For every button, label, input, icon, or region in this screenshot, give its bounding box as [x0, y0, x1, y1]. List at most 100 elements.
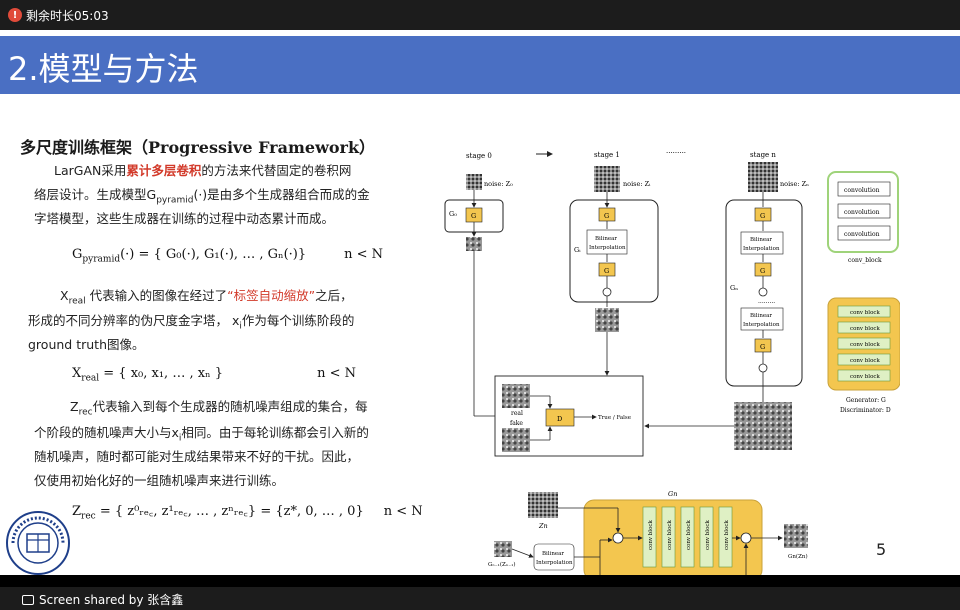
noise-image-1 [594, 166, 620, 192]
para3-l2: 个阶段的随机噪声大小与x [34, 425, 179, 440]
eq3-cond: n < N [383, 504, 423, 519]
legend-conv-block-3 [837, 337, 891, 350]
remaining-time: ! 剩余时长05:03 [8, 6, 109, 24]
bottom-add-2 [740, 532, 752, 544]
gi-output-image [595, 308, 619, 332]
gi-add [602, 287, 612, 297]
discriminator-legend-label: Discriminator: D [840, 407, 891, 414]
slide-title: 2.模型与方法 [8, 50, 199, 88]
conv-block-caption: conv_block [848, 257, 882, 264]
heading-cn: 多尺度训练框架（ [20, 138, 149, 157]
eq1-sub: pyramid [82, 254, 121, 265]
presentation-slide: 2.模型与方法 多尺度训练框架（Progressive Framework） L… [0, 30, 960, 575]
bottom-conv-block-5 [718, 506, 733, 568]
remaining-time-label: 剩余时长05:03 [26, 8, 109, 23]
g0-output-image [466, 237, 482, 251]
legend-conv-block-5-label: conv block [850, 374, 880, 380]
equation-x-real: Xreal = { x₀, x₁, … , xₙ }n < N [72, 366, 356, 384]
para2-highlight: “标签自动缩放” [227, 288, 316, 303]
para2-line3: ground truth图像。 [28, 337, 145, 352]
para1-l2sub: pyramid [156, 195, 194, 206]
g0-block-label: G [471, 212, 476, 220]
eq1-cond: n < N [344, 247, 384, 262]
para2-line2: 形成的不同分辨率的伪尺度金字塔， xi作为每个训练阶段的 [28, 312, 354, 336]
para3-l2sub: i [178, 433, 182, 444]
noise-n-label: noise: Zₙ [780, 180, 809, 188]
timer-alert-icon: ! [8, 8, 22, 22]
bottom-interp-label: Interpolation [536, 560, 573, 566]
screen-share-label: Screen shared by 张含鑫 [39, 593, 184, 607]
heading-end: ） [359, 138, 376, 157]
convolution-1 [837, 181, 891, 197]
eq2-cond: n < N [317, 366, 356, 381]
legend-conv-block-4-label: conv block [850, 358, 880, 364]
dots-1: ········· [666, 149, 686, 157]
stage-1-label: stage 1 [594, 151, 620, 159]
gi-block-2-label: G [604, 267, 609, 275]
gn-bilinear-2-label: Bilinear [750, 313, 772, 319]
dots-2: ········· [758, 300, 775, 307]
section-heading: 多尺度训练框架（Progressive Framework） [20, 134, 375, 158]
convolution-3-label: convolution [844, 231, 880, 238]
legend-conv-block-3-label: conv block [850, 342, 880, 348]
bottom-bilinear-label: Bilinear [542, 551, 564, 557]
para2-l2b: 作为每个训练阶段的 [241, 313, 355, 328]
equation-z-rec: Zrec = { z⁰ᵣₑ꜀, z¹ᵣₑ꜀, … , zⁿᵣₑ꜀} = {z*,… [72, 501, 423, 522]
gi-block-1-label: G [604, 212, 609, 220]
bottom-output-label: Gn(Zn) [788, 553, 808, 560]
true-false-label: True / False [598, 415, 631, 421]
bottom-conv-block-3 [680, 506, 695, 568]
eq3-rhs: = { z⁰ᵣₑ꜀, z¹ᵣₑ꜀, … , zⁿᵣₑ꜀} = {z*, 0, …… [95, 504, 364, 519]
gi-label: Gᵢ [574, 246, 581, 254]
bottom-gn-label: Gn [668, 490, 677, 498]
legend-conv-block-2-label: conv block [850, 326, 880, 332]
gn-output-image [734, 402, 792, 450]
convolution-1-label: convolution [844, 187, 880, 194]
para1-highlight: 累计多层卷积 [126, 163, 202, 178]
bottom-conv-block-4-label: conv block [705, 520, 711, 550]
para3-line2: 个阶段的随机噪声大小与xi相同。由于每轮训练都会引入新的 [34, 424, 369, 448]
university-logo [6, 511, 70, 575]
eq2-lhs: X [72, 366, 82, 381]
noise-1-label: noise: Zᵢ [623, 180, 651, 188]
eq1-rhs: (·) = { G₀(·), G₁(·), … , Gₙ(·)} [120, 247, 307, 262]
bottom-conv-block-5-label: conv block [724, 520, 730, 550]
gn-interp-1-label: Interpolation [743, 246, 780, 252]
legend-conv-block-5 [837, 369, 891, 382]
eq3-sub: rec [81, 511, 96, 522]
bottom-input-label: Gₙ₋₁(Zₙ₋₁) [488, 561, 515, 568]
para3-l2b: 相同。由于每轮训练都会引入新的 [181, 425, 369, 440]
gi-bilinear [586, 229, 628, 255]
bottom-noise-image [528, 492, 558, 518]
discriminator-block [545, 408, 575, 427]
heading-en: Progressive Framework [148, 138, 360, 157]
gn-interp-2-label: Interpolation [743, 322, 780, 328]
screen-share-icon [22, 594, 34, 605]
bottom-conv-block-2-label: conv block [667, 520, 673, 550]
equation-g-pyramid: Gpyramid(·) = { G₀(·), G₁(·), … , Gₙ(·)}… [72, 247, 383, 265]
para3-l1a: Z [70, 399, 79, 414]
para2-l2: 形成的不同分辨率的伪尺度金字塔， x [28, 313, 240, 328]
convolution-2-label: convolution [844, 209, 880, 216]
para1-l2: 络层设计。生成模型G [34, 187, 157, 202]
real-image [502, 384, 530, 408]
bottom-zn-label: Zn [538, 522, 548, 530]
para2-l1a: X [60, 288, 69, 303]
convolution-3 [837, 225, 891, 241]
para1-l1c: 的方法来代替固定的卷积网 [201, 163, 352, 178]
real-label: real [511, 410, 523, 417]
fake-label: fake [510, 420, 523, 427]
slide-title-bar: 2.模型与方法 [0, 36, 960, 94]
noise-0-label: noise: Z₀ [484, 180, 513, 188]
bottom-conv-block-2 [661, 506, 676, 568]
noise-image-n [748, 162, 778, 192]
para3-l1sub: rec [78, 407, 93, 418]
legend-conv-block-1 [837, 305, 891, 318]
para2-l1b: 代表输入的图像在经过了 [85, 288, 228, 303]
noise-image-0 [466, 174, 482, 190]
para3-line3: 随机噪声，随时都可能对生成结果带来不好的干扰。因此， [34, 449, 360, 464]
para2-l1sub: real [68, 296, 86, 307]
screen-share-indicator[interactable]: Screen shared by 张含鑫 [22, 591, 183, 608]
discriminator-block-label: D [557, 415, 562, 423]
para1-l2c: (·)是由多个生成器组合而成的金 [193, 187, 370, 202]
